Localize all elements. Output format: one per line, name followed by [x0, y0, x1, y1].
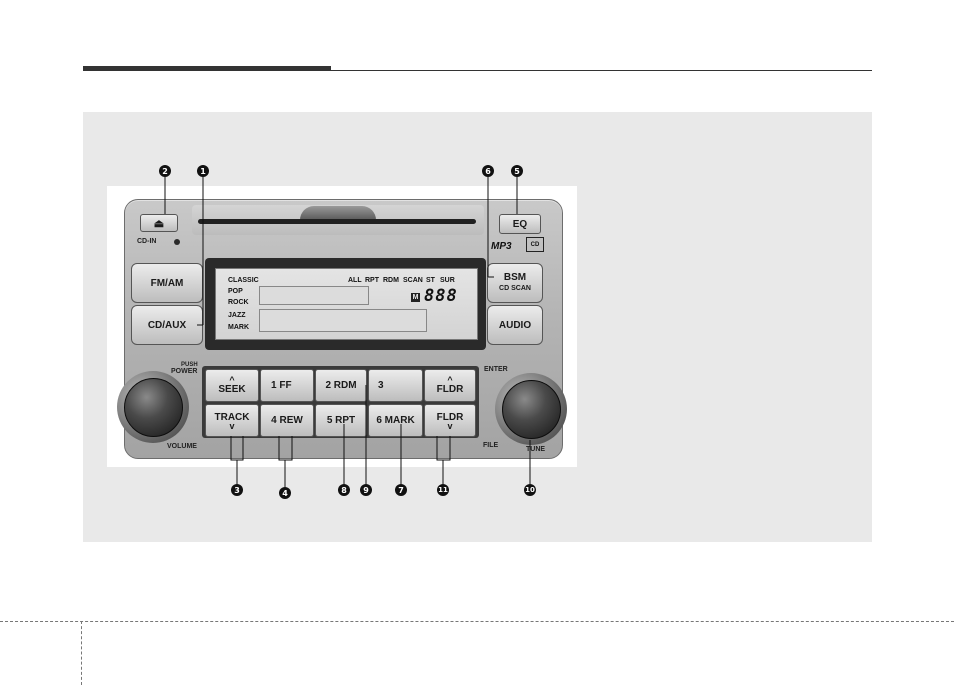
callout-10: 10 — [524, 484, 536, 496]
leader-3-bracket — [231, 436, 243, 460]
callout-8: 8 — [338, 484, 350, 496]
callout-11: 11 — [437, 484, 449, 496]
leader-11-bracket — [437, 436, 450, 460]
callout-5: 5 — [511, 165, 523, 177]
callout-3: 3 — [231, 484, 243, 496]
callout-1: 1 — [197, 165, 209, 177]
callout-2: 2 — [159, 165, 171, 177]
callout-6: 6 — [482, 165, 494, 177]
callout-4: 4 — [279, 487, 291, 499]
callout-7: 7 — [395, 484, 407, 496]
callout-9: 9 — [360, 484, 372, 496]
leader-4-bracket — [279, 436, 292, 460]
